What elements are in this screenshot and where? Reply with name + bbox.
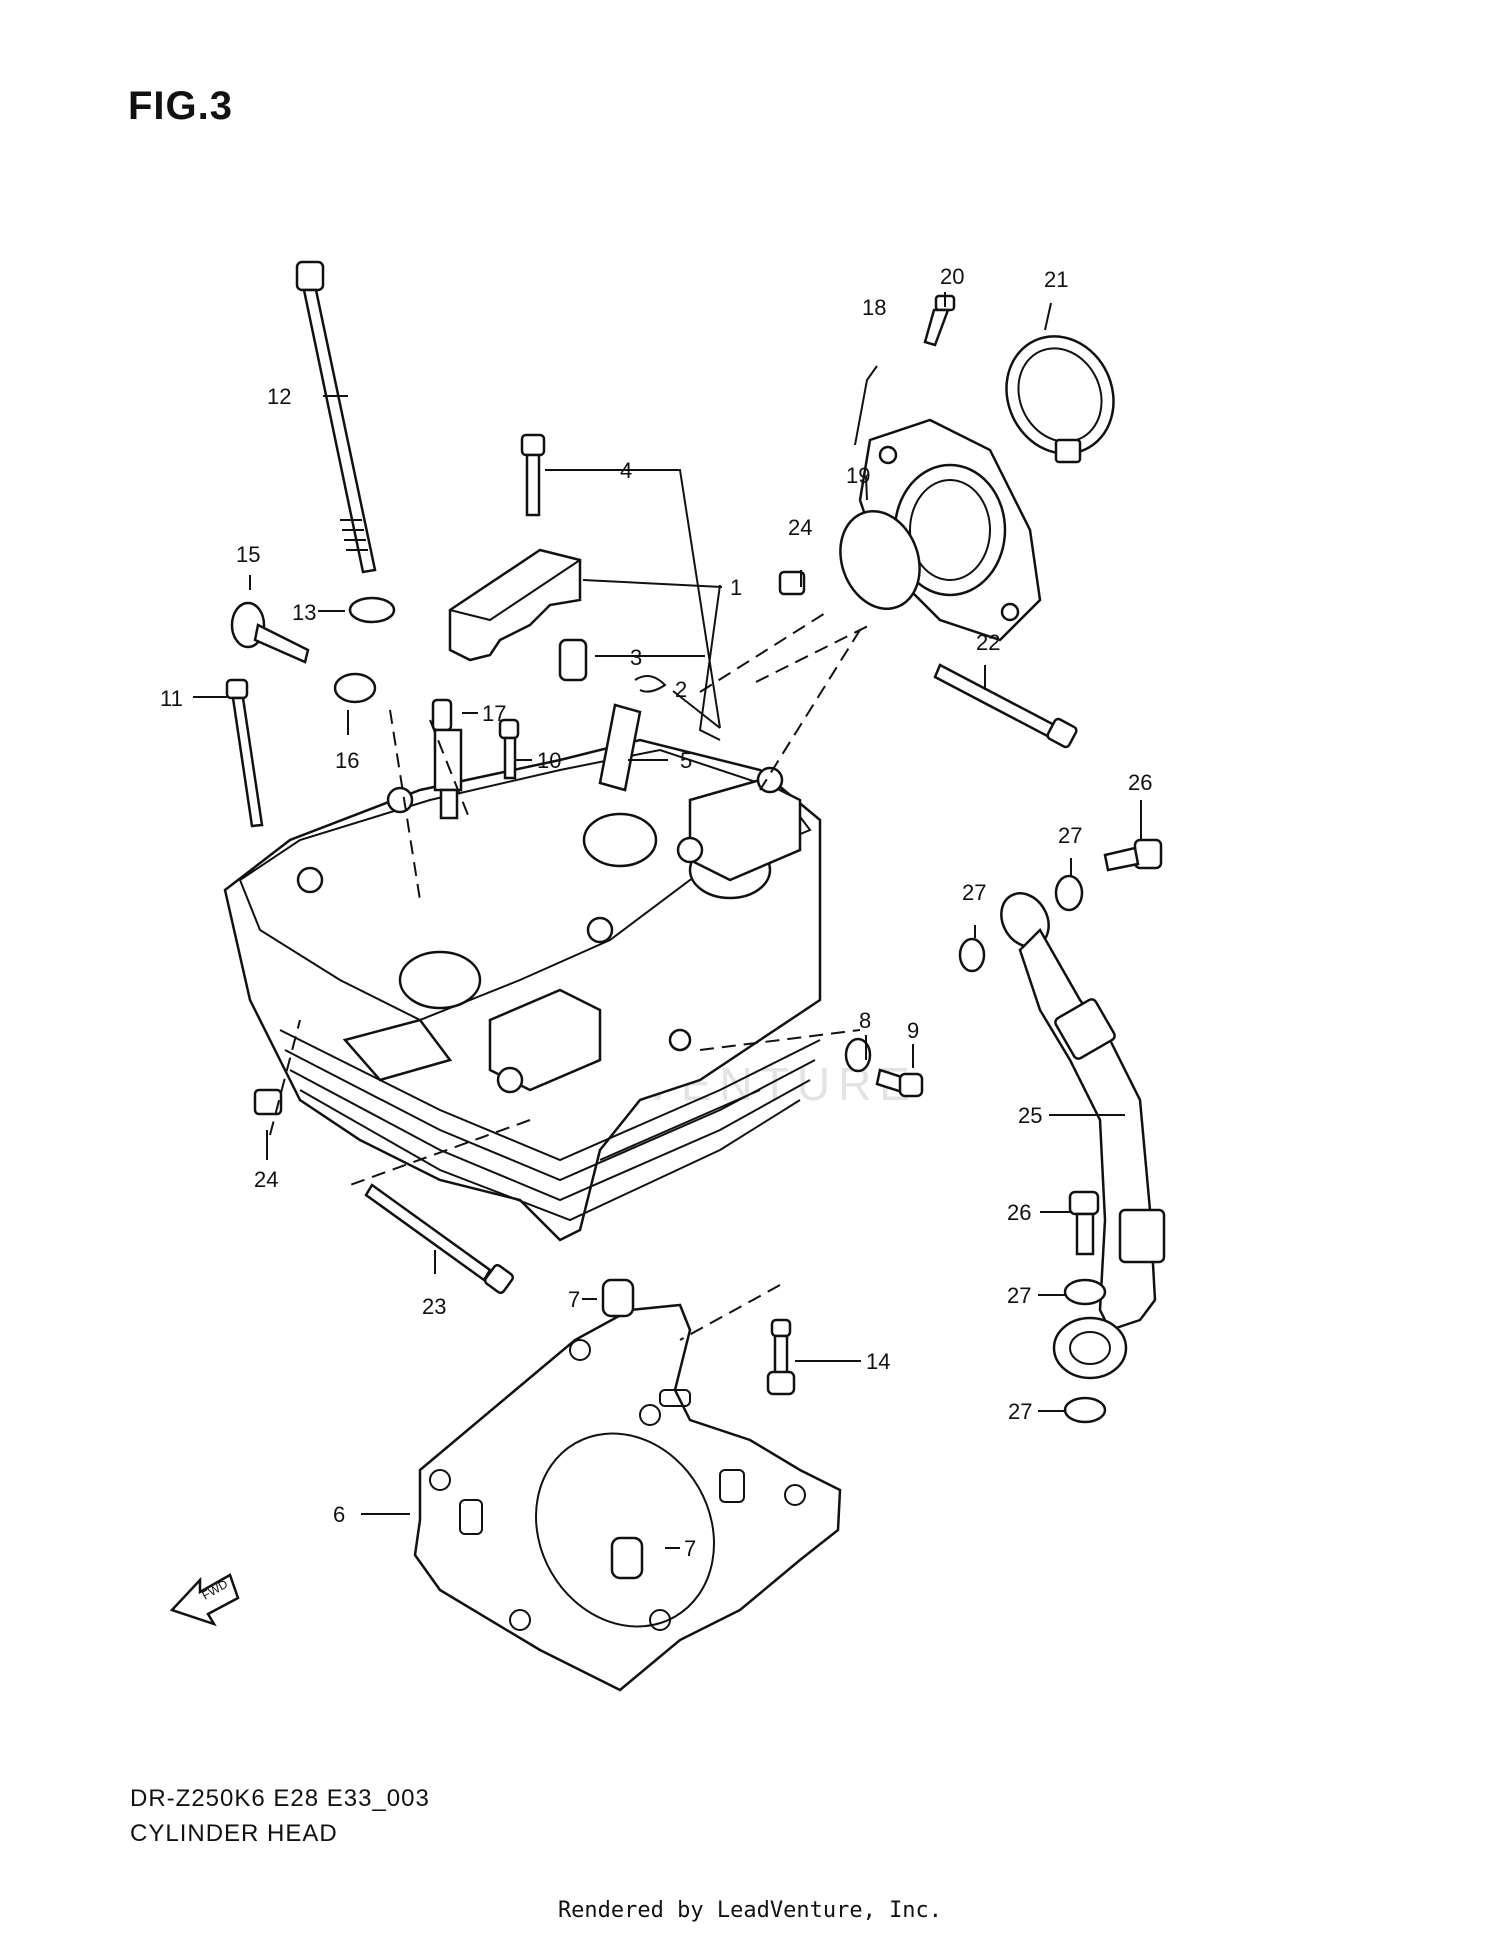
- callout-21: 21: [1044, 267, 1068, 292]
- leader-lines: [193, 292, 1142, 1549]
- callout-25: 25: [1018, 1103, 1042, 1128]
- callout-3: 3: [630, 645, 642, 670]
- retaining-clip-2: [634, 675, 667, 693]
- callout-26-bottom: 26: [1007, 1200, 1031, 1225]
- callout-20: 20: [940, 264, 964, 289]
- callout-23: 23: [422, 1294, 446, 1319]
- oil-hose-25: [1000, 892, 1166, 1380]
- render-credit: Rendered by LeadVenture, Inc.: [557, 1898, 943, 1923]
- callout-27-b: 27: [962, 880, 986, 905]
- callout-17: 17: [482, 701, 506, 726]
- callout-18: 18: [862, 295, 886, 320]
- banjo-bolt-26-bottom: [1068, 1190, 1100, 1256]
- clamp-21: [1005, 335, 1115, 464]
- gasket-27-a: [1054, 874, 1084, 912]
- bolt-9: [875, 1068, 924, 1098]
- bolt-11: [225, 678, 264, 828]
- washer-8: [844, 1037, 872, 1073]
- callout-7-gasket: 7: [684, 1536, 696, 1561]
- gasket-27-b: [958, 937, 986, 973]
- head-gasket-6: [413, 1303, 842, 1692]
- bolt-22: [933, 663, 1078, 749]
- dowel-7-gasket: [610, 1536, 644, 1580]
- bolt-23: [364, 1183, 515, 1295]
- nut-24-bottom: [253, 1088, 283, 1116]
- callout-27-a: 27: [1058, 823, 1082, 848]
- bolt-14: [766, 1318, 796, 1396]
- dowel-7-top: [601, 1278, 635, 1318]
- o-ring-19: [839, 510, 921, 610]
- callout-19: 19: [846, 463, 870, 488]
- washer-16: [333, 672, 377, 704]
- callout-27-c: 27: [1007, 1283, 1031, 1308]
- cam-bracket: [448, 548, 582, 662]
- figure-title: FIG.3: [128, 84, 234, 128]
- nut-24-top: [778, 570, 806, 596]
- model-code: DR-Z250K6 E28 E33_003: [130, 1785, 430, 1812]
- stud-bolt-12: [295, 260, 377, 574]
- callout-8: 8: [859, 1008, 871, 1033]
- callout-2: 2: [675, 677, 687, 702]
- callout-22: 22: [976, 630, 1000, 655]
- screw-20: [923, 294, 956, 347]
- callout-14: 14: [866, 1349, 890, 1374]
- callout-26-top: 26: [1128, 770, 1152, 795]
- callout-1: 1: [730, 575, 742, 600]
- callout-27-d: 27: [1008, 1399, 1032, 1424]
- bolt-10: [498, 718, 520, 780]
- callout-13: 13: [292, 600, 316, 625]
- callout-12: 12: [267, 384, 291, 409]
- sleeve-5: [598, 703, 642, 792]
- washer-13: [348, 596, 396, 624]
- callout-4: 4: [620, 458, 632, 483]
- callout-6: 6: [333, 1502, 345, 1527]
- callout-11: 11: [160, 686, 183, 711]
- fwd-arrow-icon: FWD: [169, 1573, 240, 1627]
- callout-10: 10: [537, 748, 561, 773]
- callout-24-bottom: 24: [254, 1167, 278, 1192]
- callout-5: 5: [680, 748, 692, 773]
- callout-numbers: 1 2 3 4 5 6 7 7 8 9 10 11 12 13 14 15 16…: [160, 264, 1152, 1561]
- section-name: CYLINDER HEAD: [130, 1820, 338, 1847]
- bolt-15: [230, 601, 310, 664]
- gasket-27-c: [1063, 1278, 1107, 1306]
- dashed-guide-lines: [269, 609, 871, 1341]
- callout-7-top: 7: [568, 1287, 580, 1312]
- gasket-27-d: [1063, 1396, 1107, 1424]
- callout-16: 16: [335, 748, 359, 773]
- callout-24-top: 24: [788, 515, 812, 540]
- bolt-4: [520, 433, 546, 517]
- dowel-pin-3: [558, 638, 588, 682]
- spark-plug-17: [431, 698, 463, 820]
- callout-9: 9: [907, 1018, 919, 1043]
- cylinder-head: [223, 738, 822, 1242]
- callout-15: 15: [236, 542, 260, 567]
- banjo-bolt-26-top: [1103, 838, 1163, 872]
